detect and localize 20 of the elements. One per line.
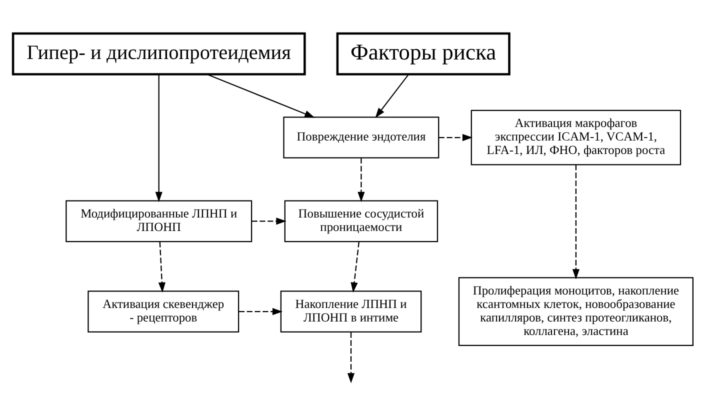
node-box: Активация макрофагов экспрессии ICAM-1, VCAM-1, LFA-1, ИЛ, ФНО, факторов роста: [470, 110, 682, 166]
arrow: [238, 308, 283, 316]
arrow: [375, 74, 410, 118]
node-box: Накопление ЛПНП и ЛПОНП в интиме: [280, 290, 422, 332]
arrow: [158, 242, 166, 293]
arrow: [252, 218, 286, 225]
node-box: Модифицированные ЛПНП и ЛПОНП: [66, 200, 252, 242]
node-box: Факторы риска: [336, 32, 510, 76]
arrow: [438, 134, 473, 142]
arrow: [358, 158, 365, 202]
node-box: Повышение сосудистой проницаемости: [284, 200, 438, 242]
arrow: [572, 164, 580, 280]
node-box: Активация скевенджер - рецепторов: [88, 290, 240, 332]
arrow: [155, 74, 162, 202]
arrow: [206, 74, 315, 118]
node-box: Гипер- и дислипопротеидемия: [12, 32, 306, 76]
arrow: [347, 332, 355, 384]
arrow: [350, 242, 360, 293]
node-box: Повреждение эндотелия: [283, 116, 440, 158]
node-box: Пролиферация моноцитов, накопление ксантомных клеток, новообразование капилляров, синтез протеогликанов, коллагена, эластина: [458, 277, 694, 346]
